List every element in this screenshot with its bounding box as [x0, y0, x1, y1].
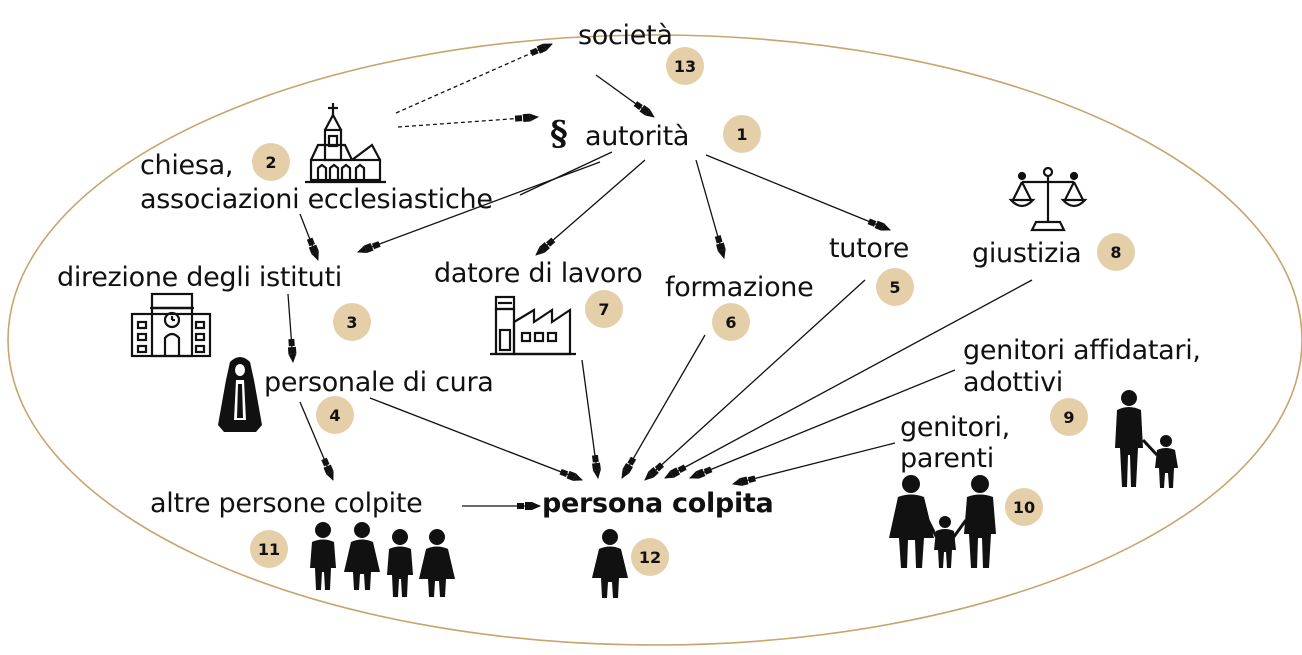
label-chiesa-line1: chiesa,	[140, 150, 234, 181]
link-datore-persona	[581, 359, 601, 479]
badge-3: 3	[333, 303, 371, 341]
link-chiesa-direzione	[299, 213, 319, 261]
group-of-people-icon	[310, 522, 455, 597]
link-chiesa-autorita	[519, 151, 613, 196]
link-autorita-tutore	[705, 154, 891, 231]
link-personale-altre	[299, 401, 334, 481]
outer-ellipse	[7, 34, 1302, 646]
parent-child-icon	[1115, 390, 1178, 488]
link-genitori-affidatari-persona	[689, 369, 956, 479]
person-icon	[592, 529, 628, 598]
link-autorita-datore	[535, 159, 646, 256]
link-giustizia-persona	[664, 279, 1033, 479]
badge-13: 13	[666, 47, 704, 85]
label-autorita: autorità	[585, 121, 690, 152]
label-persona-colpita: persona colpita	[542, 488, 774, 519]
label-societa: società	[578, 20, 673, 51]
label-genitori-affidatari-line2: adottivi	[963, 367, 1063, 398]
label-direzione: direzione degli istituti	[57, 262, 342, 293]
badge-9: 9	[1050, 398, 1088, 436]
link-church-societa	[395, 43, 553, 114]
label-datore: datore di lavoro	[434, 258, 643, 289]
factory-icon	[490, 295, 576, 356]
badge-10: 10	[1005, 488, 1043, 526]
label-chiesa-line2: associazioni ecclesiastiche	[140, 184, 493, 215]
link-societa-autorita	[595, 74, 655, 118]
nun-icon	[218, 357, 262, 432]
badge-8: 8	[1097, 233, 1135, 271]
link-church-autorita	[397, 113, 539, 128]
link-formazione-persona	[621, 334, 706, 479]
label-formazione: formazione	[665, 272, 814, 303]
link-tutore-persona	[644, 279, 866, 481]
label-altre: altre persone colpite	[150, 488, 423, 519]
paragraph-symbol: §	[550, 114, 568, 154]
badge-1: 1	[723, 115, 761, 153]
church-icon	[305, 103, 386, 184]
scales-of-justice-icon	[1008, 166, 1088, 232]
badge-6: 6	[712, 303, 750, 341]
family-icon	[889, 475, 996, 568]
link-personale-persona	[369, 397, 583, 481]
link-autorita-formazione	[695, 159, 726, 259]
badge-2: 2	[252, 143, 290, 181]
badge-5: 5	[876, 268, 914, 306]
link-genitori-persona	[732, 442, 896, 486]
school-building-icon	[130, 292, 212, 358]
badge-12: 12	[631, 538, 669, 576]
label-tutore: tutore	[829, 233, 910, 264]
label-giustizia: giustizia	[972, 238, 1082, 269]
label-genitori-line2: parenti	[900, 443, 994, 474]
label-genitori-affidatari-line1: genitori affidatari,	[963, 335, 1201, 366]
badge-11: 11	[250, 530, 288, 568]
badge-4: 4	[316, 396, 354, 434]
link-direzione-personale	[287, 293, 297, 363]
label-genitori-line1: genitori,	[900, 412, 1010, 443]
label-personale: personale di cura	[264, 367, 494, 398]
badge-7: 7	[585, 290, 623, 328]
